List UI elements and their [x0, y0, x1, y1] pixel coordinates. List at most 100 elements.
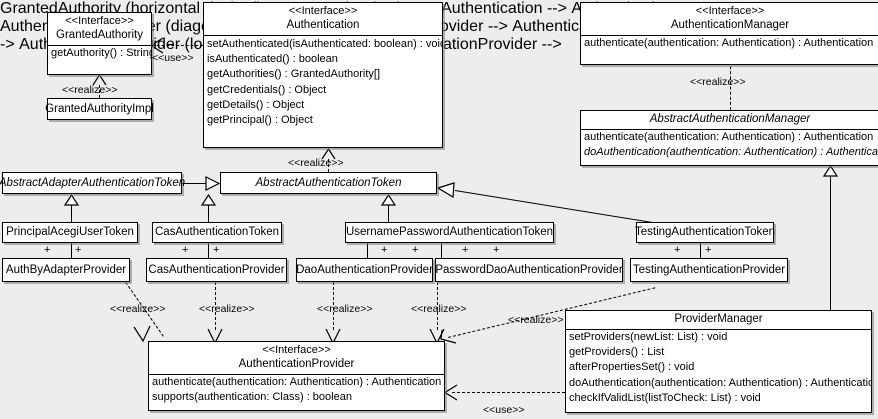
realize-triangle-authentication: [321, 148, 336, 160]
realize-line-passworddaoprovider: [437, 282, 438, 330]
class-testing-authentication-provider[interactable]: TestingAuthenticationProvider: [630, 258, 788, 282]
class-authentication[interactable]: <<Interface>> Authentication setAuthenti…: [203, 2, 443, 148]
realize-label-grantedauthorityimpl: <<realize>>: [62, 84, 118, 96]
generalization-line-adaptertoken: [182, 183, 206, 184]
class-authentication-provider[interactable]: <<Interface>> AuthenticationProvider aut…: [148, 341, 445, 411]
class-name-testing-authentication-token: TestingAuthenticationToken: [635, 226, 776, 238]
class-name-testing-authentication-provider: TestingAuthenticationProvider: [632, 263, 786, 276]
class-provider-manager[interactable]: ProviderManager setProviders(newList: Li…: [565, 310, 872, 413]
assoc-plus-userpass-2: +: [412, 244, 419, 256]
generalization-line-usernamepasswordtoken: [388, 205, 389, 222]
generalization-triangle-abstractmanager: [823, 165, 838, 177]
use-label-grantedauthority: <<use>>: [152, 52, 194, 64]
assoc-plus-cas-left: +: [182, 244, 189, 256]
realize-label-abstracttoken: <<realize>>: [288, 157, 344, 169]
stereotype-authentication-provider: <<Interface>>: [262, 344, 331, 356]
class-header-granted-authority: <<Interface>> GrantedAuthority: [48, 13, 151, 45]
realize-label-passworddaoprovider: <<realize>>: [411, 303, 467, 315]
generalization-triangle-abstracttoken-from-cas: [201, 194, 216, 206]
class-header-abstract-authentication-manager: AbstractAuthenticationManager: [581, 111, 878, 129]
operation-row: setProviders(newList: List) : void: [569, 331, 728, 343]
assoc-plus-testing-right: +: [705, 244, 712, 256]
class-header-authentication: <<Interface>> Authentication: [204, 3, 442, 35]
realize-label-authbyadapter: <<realize>>: [110, 303, 166, 315]
class-name-dao-authentication-provider: DaoAuthenticationProvider: [296, 263, 433, 276]
class-testing-authentication-token[interactable]: TestingAuthenticationToken: [635, 222, 775, 243]
class-abstract-authentication-manager[interactable]: AbstractAuthenticationManager authentica…: [580, 110, 878, 166]
operation-row: doAuthentication(authentication: Authent…: [584, 146, 878, 159]
stereotype-granted-authority: <<Interface>>: [65, 15, 134, 27]
use-line-authentication-grantedauthority: [152, 45, 203, 46]
operations-granted-authority: getAuthority() : String: [48, 45, 151, 61]
generalization-triangle-abstracttoken-from-testing: [437, 182, 455, 198]
class-dao-authentication-provider[interactable]: DaoAuthenticationProvider: [296, 258, 433, 282]
class-abstract-authentication-token[interactable]: AbstractAuthenticationToken: [220, 172, 437, 194]
class-principal-acegi-user-token[interactable]: PrincipalAcegiUserToken: [2, 222, 138, 243]
assoc-line-cas-casprovider: [208, 242, 209, 258]
class-granted-authority-impl[interactable]: GrantedAuthorityImpl: [45, 98, 154, 120]
generalization-line-principaltoken: [71, 205, 72, 222]
operation-row: afterPropertiesSet() : void: [569, 361, 695, 374]
class-name-cas-authentication-token: CasAuthenticationToken: [154, 226, 280, 238]
class-name-authentication-provider: AuthenticationProvider: [238, 358, 355, 370]
operation-row: doAuthentication(authentication: Authent…: [569, 376, 871, 389]
realize-label-abstractmanager: <<realize>>: [690, 76, 746, 88]
class-name-authentication-manager: AuthenticationManager: [670, 19, 790, 31]
class-name-abstract-adapter-authentication-token: AbstractAdapterAuthenticationToken: [0, 176, 186, 189]
class-header-provider-manager: ProviderManager: [566, 311, 871, 329]
operation-row: getAuthority() : String: [51, 47, 151, 59]
assoc-plus-testing-left: +: [674, 244, 681, 256]
operation-row: getCredentials() : Object: [207, 83, 327, 96]
operation-row: getPrincipal() : Object: [207, 114, 313, 127]
class-name-authentication: Authentication: [286, 19, 360, 31]
realize-triangle-grantedauthority: [92, 74, 107, 86]
class-auth-by-adapter-provider[interactable]: AuthByAdapterProvider: [2, 258, 130, 282]
class-username-password-authentication-token[interactable]: UsernamePasswordAuthenticationToken: [345, 222, 554, 243]
assoc-line-userpass-daoprovider: [367, 242, 368, 258]
use-label-providermanager: <<use>>: [483, 404, 525, 416]
assoc-line-principal-authbyadapter: [71, 242, 72, 258]
class-authentication-manager[interactable]: <<Interface>> AuthenticationManager auth…: [580, 2, 878, 65]
realize-line-daoprovider: [333, 282, 334, 330]
generalization-triangle-adapter-from-principal: [64, 194, 79, 206]
class-cas-authentication-provider[interactable]: CasAuthenticationProvider: [146, 258, 287, 282]
class-name-granted-authority-impl: GrantedAuthorityImpl: [45, 102, 154, 115]
generalization-line-providermanager: [830, 176, 831, 310]
assoc-line-testing-testingprovider: [700, 242, 701, 258]
realize-label-casprovider: <<realize>>: [199, 303, 255, 315]
class-cas-authentication-token[interactable]: CasAuthenticationToken: [152, 222, 282, 243]
use-line-providermanager: [452, 392, 565, 393]
class-name-cas-authentication-provider: CasAuthenticationProvider: [148, 263, 285, 276]
operation-row: authenticate(authentication: Authenticat…: [152, 376, 442, 388]
class-password-dao-authentication-provider[interactable]: PasswordDaoAuthenticationProvider: [435, 258, 623, 282]
generalization-triangle-abstracttoken-from-userpass: [381, 194, 396, 206]
stereotype-authentication-manager: <<Interface>>: [695, 5, 765, 17]
operation-row: isAuthenticated() : boolean: [207, 53, 338, 66]
realize-line-abstractmanager: [730, 56, 731, 110]
operation-row: supports(authentication: Class) : boolea…: [152, 391, 352, 404]
operation-row: getProviders() : List: [569, 346, 665, 359]
operation-row: getAuthorities() : GrantedAuthority[]: [207, 68, 381, 81]
operations-authentication-manager: authenticate(authentication: Authenticat…: [581, 35, 878, 51]
assoc-plus-userpass-1: +: [381, 244, 388, 256]
class-header-authentication-manager: <<Interface>> AuthenticationManager: [581, 3, 878, 35]
class-header-authentication-provider: <<Interface>> AuthenticationProvider: [149, 342, 444, 374]
operation-row: authenticate(authentication: Authenticat…: [584, 131, 874, 143]
realize-line-casprovider: [215, 282, 216, 330]
realize-line-grantedauthorityimpl: [99, 85, 100, 98]
class-name-auth-by-adapter-provider: AuthByAdapterProvider: [5, 263, 127, 276]
assoc-line-userpass-passworddaoprovider: [441, 242, 442, 258]
open-arrow-to-authenticationprovider: [444, 384, 458, 401]
realize-label-daoprovider: <<realize>>: [317, 303, 373, 315]
class-abstract-adapter-authentication-token[interactable]: AbstractAdapterAuthenticationToken: [0, 172, 185, 194]
operation-row: authenticate(authentication: Authenticat…: [584, 37, 874, 49]
realize-line-abstracttoken-authentication: [328, 159, 329, 172]
realize-arrow-authbyadapter: [133, 325, 151, 342]
class-name-abstract-authentication-manager: AbstractAuthenticationManager: [649, 113, 811, 125]
class-name-principal-acegi-user-token: PrincipalAcegiUserToken: [6, 226, 134, 238]
class-name-provider-manager: ProviderManager: [674, 313, 763, 325]
class-name-username-password-authentication-token: UsernamePasswordAuthenticationToken: [345, 226, 554, 238]
operations-abstract-authentication-manager: authenticate(authentication: Authenticat…: [581, 129, 878, 160]
class-granted-authority[interactable]: <<Interface>> GrantedAuthority getAuthor…: [47, 12, 152, 75]
